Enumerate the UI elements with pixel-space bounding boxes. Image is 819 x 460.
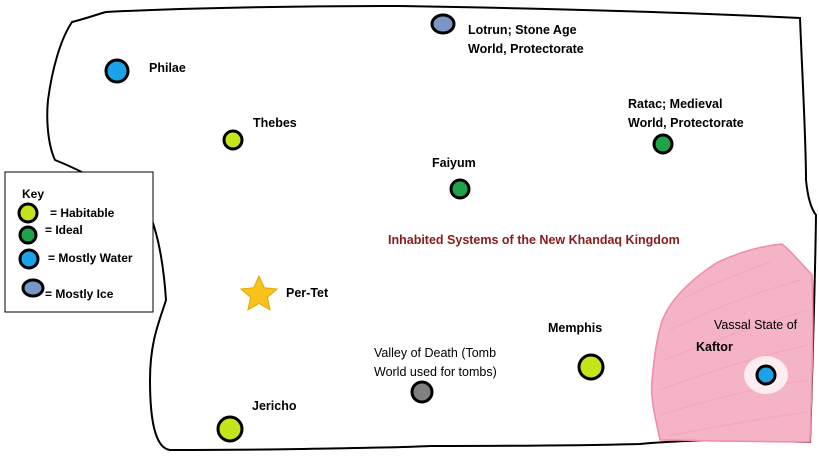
system-label-kaftor: Kaftor: [696, 340, 733, 354]
key-ideal-label: = Ideal: [45, 223, 83, 237]
system-marker-ratac[interactable]: [652, 133, 674, 155]
key-ideal-marker: [18, 225, 38, 245]
system-label-per-tet: Per-Tet: [286, 286, 329, 300]
key-water-label: = Mostly Water: [48, 251, 133, 265]
system-label-memphis: Memphis: [548, 321, 602, 335]
system-label-ratac-line2: World, Protectorate: [628, 116, 744, 130]
system-label-thebes: Thebes: [253, 116, 297, 130]
system-label-kaftor-prefix: Vassal State of: [714, 318, 798, 332]
system-label-philae: Philae: [149, 61, 186, 75]
system-label-valley-line1: Valley of Death (Tomb: [374, 346, 496, 360]
system-marker-faiyum[interactable]: [449, 178, 471, 200]
system-marker-valley-of-death[interactable]: [410, 380, 434, 404]
system-marker-per-tet-star[interactable]: [239, 274, 279, 311]
system-marker-philae[interactable]: [104, 58, 130, 84]
key-habitable-marker: [17, 202, 39, 224]
system-marker-memphis[interactable]: [577, 353, 605, 381]
map-title: Inhabited Systems of the New Khandaq Kin…: [388, 233, 680, 247]
system-marker-jericho[interactable]: [216, 415, 244, 443]
system-marker-lotrun[interactable]: [430, 13, 456, 35]
system-label-ratac-line1: Ratac; Medieval: [628, 97, 722, 111]
system-label-lotrun-line1: Lotrun; Stone Age: [468, 23, 577, 37]
key-water-marker: [18, 248, 40, 270]
system-label-valley-line2: World used for tombs): [374, 365, 497, 379]
vassal-region-scribble: [659, 261, 809, 437]
key-ice-label: = Mostly Ice: [45, 287, 114, 301]
system-marker-thebes[interactable]: [222, 129, 244, 151]
system-label-faiyum: Faiyum: [432, 156, 476, 170]
key-legend: Key = Habitable = Ideal = Mostly Water =…: [4, 171, 154, 313]
key-ice-marker: [21, 278, 45, 298]
system-label-lotrun-line2: World, Protectorate: [468, 42, 584, 56]
kingdom-border: [46, 4, 818, 452]
key-habitable-label: = Habitable: [50, 206, 115, 220]
system-label-jericho: Jericho: [252, 399, 297, 413]
key-heading: Key: [22, 187, 44, 201]
system-marker-kaftor[interactable]: [755, 364, 777, 386]
